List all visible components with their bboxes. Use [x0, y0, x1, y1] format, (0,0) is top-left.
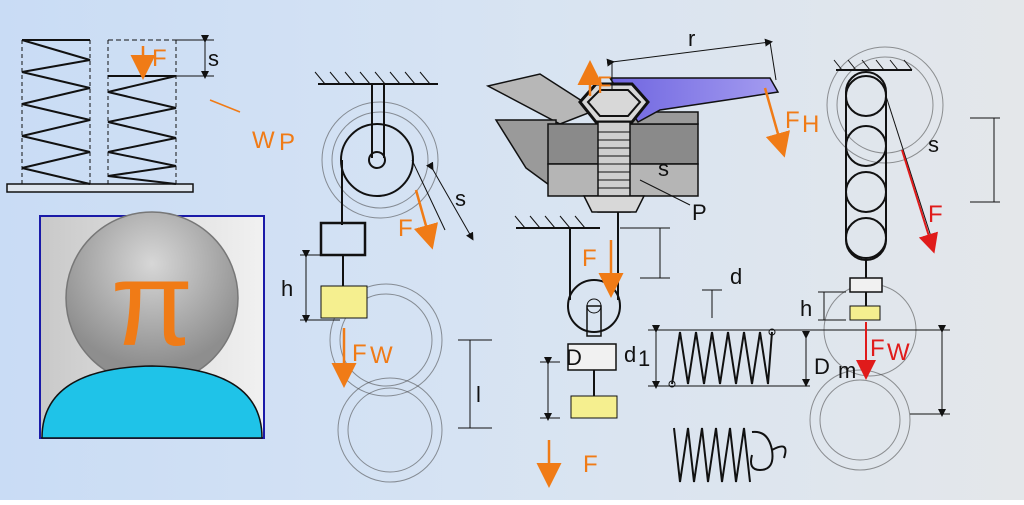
left-spring: [21, 39, 91, 185]
spring-work-label: W: [252, 127, 275, 154]
pulley-force-label: F: [398, 215, 413, 242]
pulley-travel-label: s: [455, 186, 466, 211]
hook-spring: [673, 427, 751, 483]
background-gears: [321, 46, 944, 483]
lever-top-force-label: F: [597, 72, 612, 99]
spring-base-plate: [6, 183, 194, 193]
bottom-force-label: F: [583, 451, 598, 478]
coil-d1-label: d: [624, 342, 636, 367]
tension-spring: [671, 331, 773, 385]
coil-dm-label: D: [814, 354, 830, 379]
spring-diagram: F s W P: [6, 35, 295, 193]
lever-hand-force-subscript: H: [802, 111, 819, 138]
pi-logo-icon: π: [39, 211, 265, 439]
pulley-weight-subscript: W: [370, 342, 393, 369]
block-force-label: F: [928, 201, 943, 228]
pulley-weight-label: F: [352, 340, 367, 367]
block-height-label: h: [800, 296, 812, 321]
spring-work-subscript: P: [279, 129, 295, 156]
lever-hand-force-label: F: [785, 107, 800, 134]
coil-dm-subscript: m: [838, 358, 856, 383]
lever-pitch-label: P: [692, 200, 707, 225]
wire-d-label: d: [730, 264, 742, 289]
coil-spring-diagram: d 1 d D m: [624, 264, 950, 483]
right-spring: [107, 75, 177, 185]
block-weight-label: F: [870, 335, 885, 362]
spring-force-label: F: [152, 45, 167, 72]
lever-travel-label: s: [658, 156, 669, 181]
spring-travel-label: s: [208, 46, 219, 71]
pulley-diagram: h s F F W l: [281, 71, 492, 429]
lever-bolt-diagram: r F F H s P F D F: [485, 26, 819, 488]
block-weight-subscript: W: [887, 339, 910, 366]
coil-d1-subscript: 1: [638, 346, 650, 371]
lower-pulley-force-label: F: [582, 245, 597, 272]
block-d-label: D: [566, 345, 582, 370]
block-travel-label: s: [928, 132, 939, 157]
lever-arm-label: r: [688, 26, 695, 51]
compound-pulley-diagram: F s h F W: [800, 59, 1000, 417]
pulley-length-label: l: [476, 382, 481, 407]
pulley-height-label: h: [281, 276, 293, 301]
pi-symbol: π: [111, 237, 194, 371]
